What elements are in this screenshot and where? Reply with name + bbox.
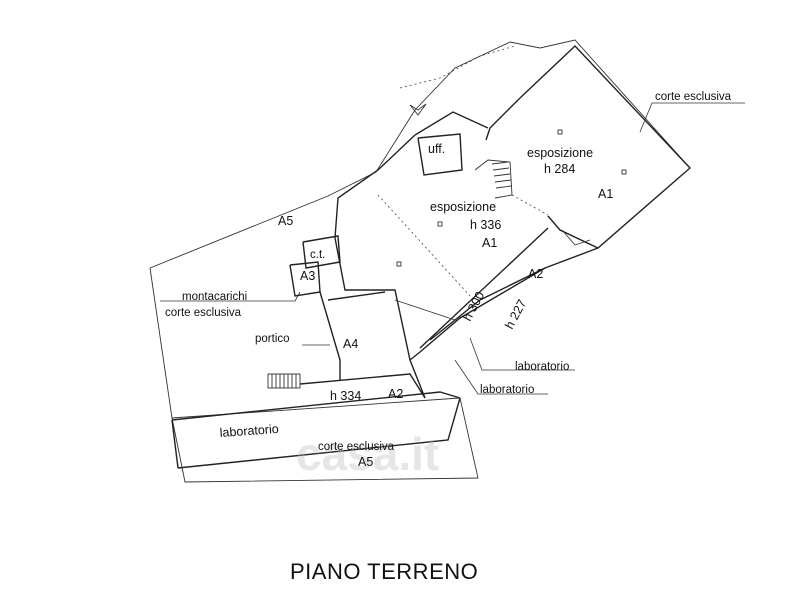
watermark: casa.it — [296, 428, 439, 480]
label-corte-esclusiva-bottom: corte esclusiva — [318, 441, 395, 453]
property-boundary — [149, 39, 691, 483]
label-corte-esclusiva-top: corte esclusiva — [655, 91, 732, 103]
label-laboratorio-right-1: laboratorio — [515, 361, 569, 373]
label-a2-right: A2 — [528, 267, 543, 281]
label-a1-right: A1 — [598, 187, 613, 201]
label-h227: h 227 — [502, 297, 529, 331]
label-ct: c.t. — [310, 249, 325, 261]
label-a3: A3 — [300, 269, 315, 283]
leader-lines — [160, 102, 745, 395]
label-h336: h 336 — [470, 218, 501, 232]
label-esposizione-center: esposizione — [430, 200, 496, 214]
label-portico: portico — [255, 333, 290, 345]
label-corte-esclusiva-mid: corte esclusiva — [165, 307, 242, 319]
label-montacarichi: montacarichi — [182, 291, 247, 303]
label-laboratorio-right-2: laboratorio — [480, 384, 534, 396]
label-laboratorio-left: laboratorio — [219, 422, 279, 440]
label-a5-bottom: A5 — [358, 455, 373, 469]
label-a5-top: A5 — [278, 214, 293, 228]
label-h284: h 284 — [544, 162, 575, 176]
label-a2-bottom: A2 — [388, 387, 403, 401]
north-arrow-icon — [409, 103, 427, 116]
label-a1-center: A1 — [482, 236, 497, 250]
label-a4: A4 — [343, 337, 358, 351]
building-walls — [171, 45, 692, 469]
label-uff: uff. — [428, 142, 445, 156]
label-h334: h 334 — [330, 389, 361, 403]
label-esposizione-right: esposizione — [527, 146, 593, 160]
page-title: PIANO TERRENO — [290, 559, 478, 584]
